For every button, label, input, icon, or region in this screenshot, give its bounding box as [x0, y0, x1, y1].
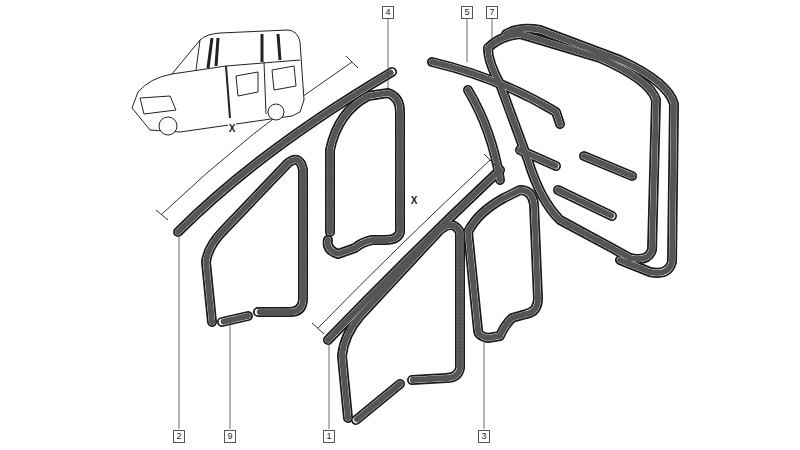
callout-number: 4	[382, 6, 394, 19]
callout-number: 1	[323, 430, 335, 443]
dimension-label: X	[228, 123, 237, 134]
callout-number: 7	[486, 6, 498, 19]
callout-number: 5	[461, 6, 473, 19]
callout-number: 2	[173, 430, 185, 443]
dimension-label: X	[410, 195, 419, 206]
callout-number: 9	[224, 430, 236, 443]
callout-number: 3	[478, 430, 490, 443]
